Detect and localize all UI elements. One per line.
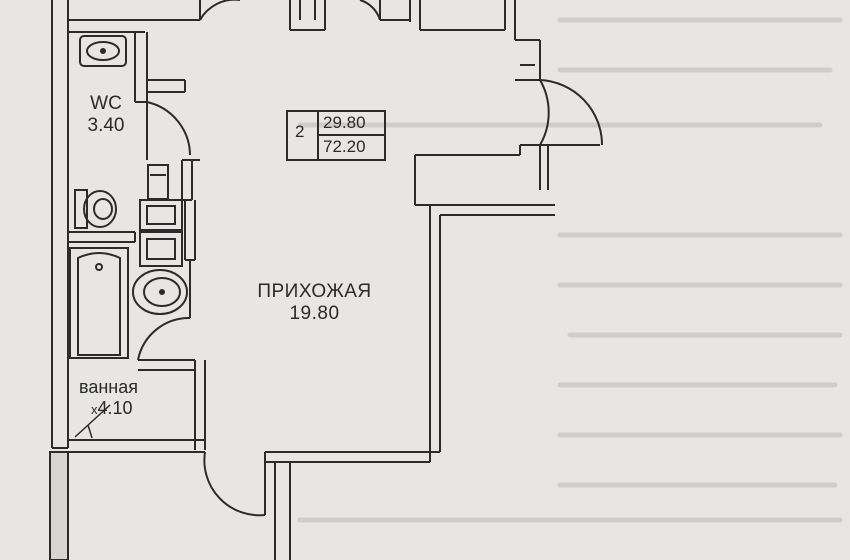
apartment-info-box bbox=[286, 110, 386, 161]
apartment-total-area: 29.80 bbox=[323, 113, 366, 132]
wc-bath-separation-wall bbox=[68, 200, 196, 261]
bathroom-room-label: ванная x4.10 bbox=[79, 377, 173, 418]
ventilation-shaft-icon bbox=[139, 164, 183, 267]
apartment-living-area: 72.20 bbox=[323, 137, 366, 156]
door-swing-icon bbox=[146, 101, 191, 156]
wc-room-area: 3.40 bbox=[87, 114, 125, 136]
toilet-icon bbox=[74, 189, 117, 229]
hallway-bottom-wall bbox=[265, 451, 440, 560]
door-swing-icon bbox=[203, 451, 266, 517]
background-text-lines bbox=[297, 17, 843, 523]
left-exterior-wall bbox=[49, 0, 69, 560]
wc-sink-icon bbox=[79, 35, 127, 67]
bathroom-room-name: ванная bbox=[79, 377, 139, 397]
hallway-room-area: 19.80 bbox=[289, 302, 340, 324]
wc-room-name: WC bbox=[90, 93, 122, 114]
hallway-room-name: ПРИХОЖАЯ bbox=[257, 281, 372, 302]
bath-sink-icon bbox=[132, 269, 188, 315]
wc-room-label: WC 3.40 bbox=[78, 93, 134, 137]
door-swing-icon bbox=[359, 0, 381, 21]
door-swing-icon bbox=[137, 316, 191, 361]
bathtub-icon bbox=[69, 247, 129, 359]
door-swing-icon bbox=[199, 0, 240, 21]
wc-partition-wall bbox=[134, 32, 200, 201]
hallway-right-wall bbox=[414, 144, 555, 462]
door-swing-icon bbox=[539, 79, 550, 146]
bath-right-wall bbox=[68, 260, 206, 453]
hallway-room-label: ПРИХОЖАЯ 19.80 bbox=[232, 281, 397, 325]
bathroom-room-area: 4.10 bbox=[97, 397, 133, 418]
bath-corner-hatch bbox=[74, 404, 111, 439]
door-swing-icon bbox=[539, 79, 604, 146]
top-wall bbox=[68, 0, 541, 81]
apartment-number: 2 bbox=[295, 122, 305, 141]
bathroom-room-area-line: x4.10 bbox=[91, 398, 173, 419]
bathroom-area-prefix: x bbox=[91, 401, 98, 417]
